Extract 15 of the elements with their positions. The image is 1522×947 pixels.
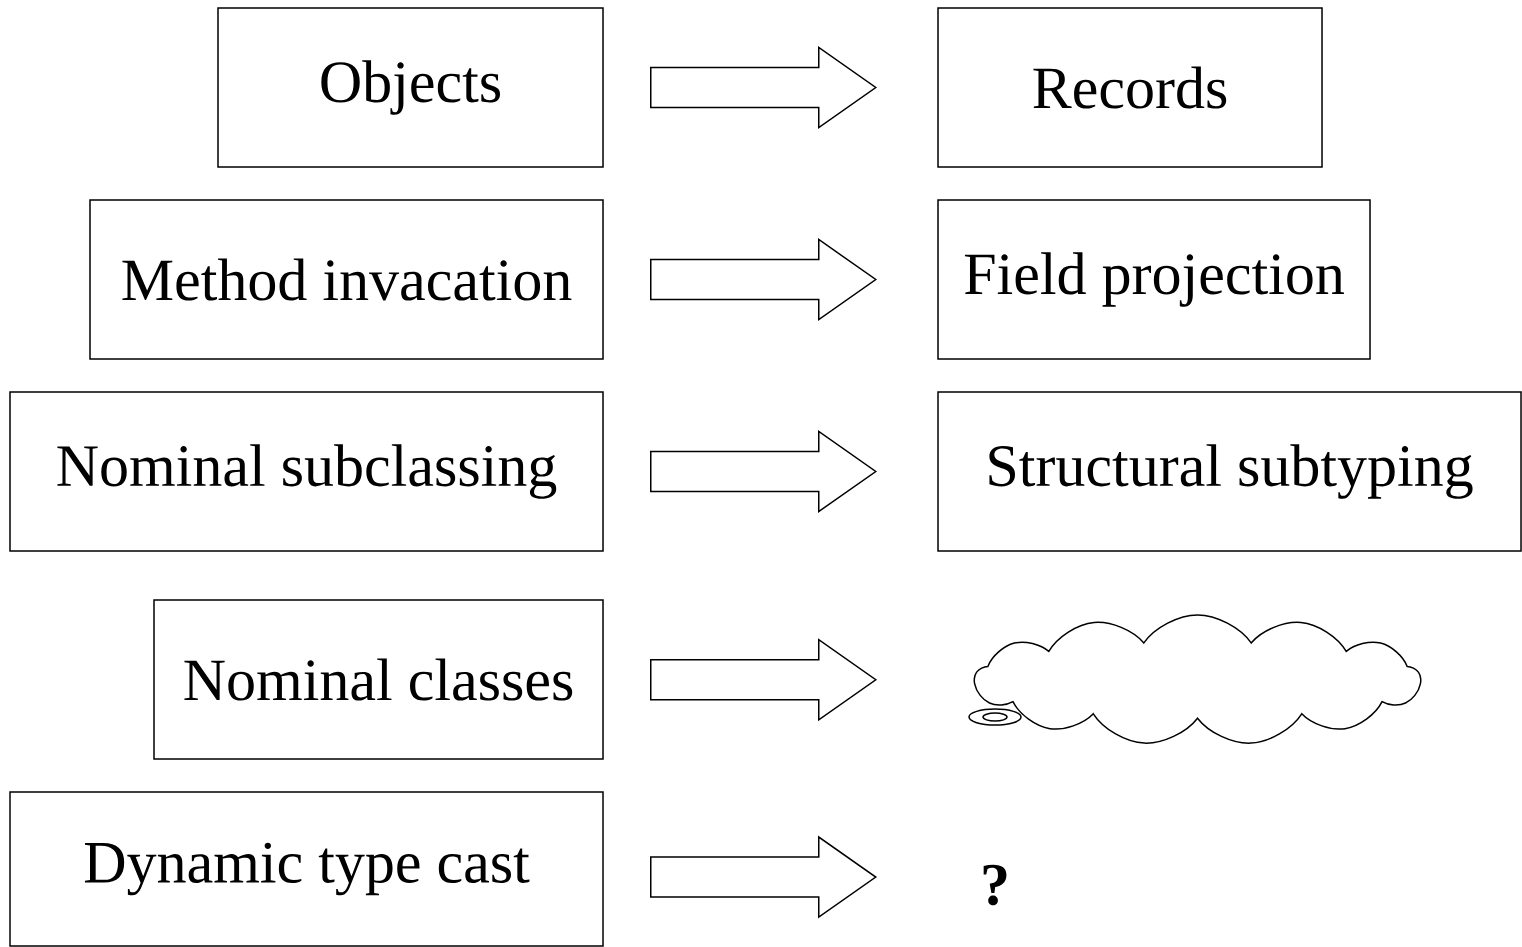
block-arrow <box>650 238 878 321</box>
concept-box: Nominal classes <box>153 599 604 760</box>
concept-box: Nominal subclassing <box>9 391 604 552</box>
block-arrow <box>650 638 878 722</box>
block-arrow <box>650 46 878 129</box>
concept-box: Structural subtyping <box>937 391 1522 552</box>
block-arrow <box>650 835 878 919</box>
question-mark: ? <box>983 864 1007 906</box>
concept-box: Method invacation <box>89 199 604 360</box>
concept-box: Dynamic type cast <box>9 791 604 947</box>
concept-box: Objects <box>217 7 604 168</box>
concept-box: Records <box>937 7 1323 168</box>
block-arrow <box>650 430 878 513</box>
concept-box: Field projection <box>937 199 1371 360</box>
cloud-drawing <box>968 614 1422 744</box>
